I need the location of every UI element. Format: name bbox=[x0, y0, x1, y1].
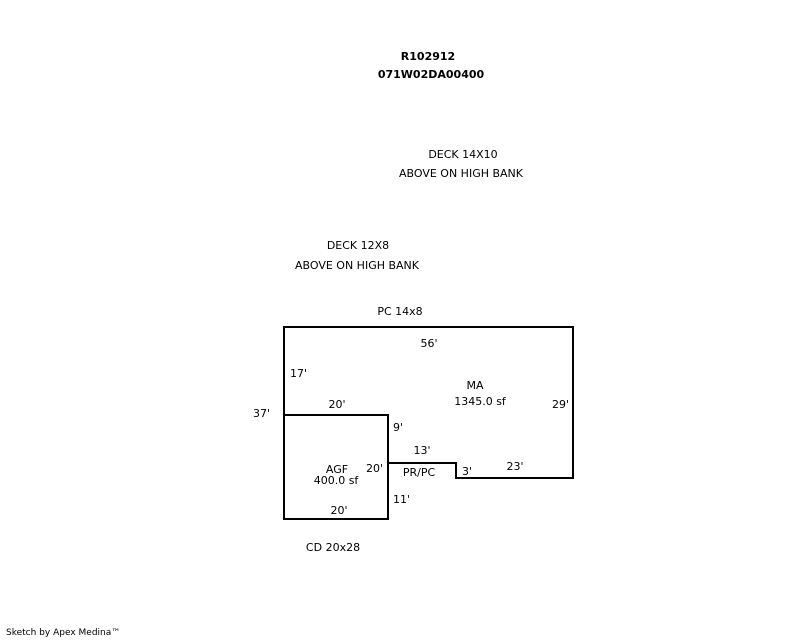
ma-outline bbox=[283, 326, 574, 479]
dim-top: 56' bbox=[420, 337, 438, 350]
dim-three: 3' bbox=[462, 465, 473, 478]
ma-area: 1345.0 sf bbox=[454, 395, 506, 408]
agf-name: AGF bbox=[325, 463, 349, 476]
deck2-note: ABOVE ON HIGH BANK bbox=[294, 259, 420, 272]
prpc-name: PR/PC bbox=[402, 466, 436, 479]
deck1-note: ABOVE ON HIGH BANK bbox=[398, 167, 524, 180]
deck1-title: DECK 14X10 bbox=[428, 148, 498, 161]
dim-twenty-three: 23' bbox=[506, 460, 524, 473]
dim-agf-right: 20' bbox=[366, 462, 384, 475]
parcel-id: R102912 bbox=[400, 50, 456, 63]
dim-right: 29' bbox=[552, 398, 570, 411]
dim-left-total: 37' bbox=[253, 407, 271, 420]
agf-outline bbox=[283, 414, 389, 520]
deck2-title: DECK 12X8 bbox=[326, 239, 390, 252]
credit: Sketch by Apex Medina™ bbox=[6, 628, 121, 638]
dim-thirteen: 13' bbox=[413, 444, 431, 457]
pc-label: PC 14x8 bbox=[377, 305, 423, 318]
dim-nine: 9' bbox=[393, 421, 404, 434]
cd-label: CD 20x28 bbox=[305, 541, 361, 554]
agf-area: 400.0 sf bbox=[313, 474, 359, 487]
dim-left-upper: 17' bbox=[290, 367, 308, 380]
map-number: 071W02DA00400 bbox=[377, 68, 485, 81]
dim-agf-bottom: 20' bbox=[330, 504, 348, 517]
dim-eleven: 11' bbox=[393, 493, 411, 506]
ma-name: MA bbox=[466, 379, 484, 392]
dim-agf-top: 20' bbox=[328, 398, 346, 411]
